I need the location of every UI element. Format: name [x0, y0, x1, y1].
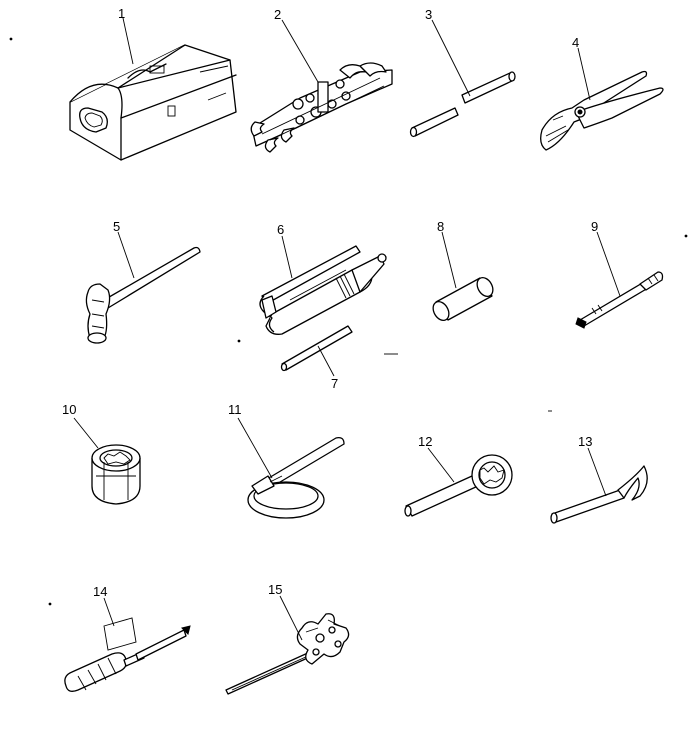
callout-number: 9	[591, 219, 598, 234]
toolbox-icon	[69, 44, 237, 161]
socket-sleeve-icon	[432, 277, 494, 321]
filter-wrench-icon	[247, 436, 345, 519]
callout-number: 13	[578, 434, 592, 449]
ring-spanner-icon	[404, 454, 513, 517]
callout-number: 6	[277, 222, 284, 237]
callout-number: 1	[118, 6, 125, 21]
callout-number: 11	[228, 402, 242, 417]
grease-gun-icon	[259, 245, 387, 335]
callout-number: 15	[268, 582, 282, 597]
socket-icon	[91, 444, 141, 505]
callout-number: 8	[437, 219, 444, 234]
callout-number: 3	[425, 7, 432, 22]
feeler-gauge-icon	[225, 613, 350, 695]
callout-number: 12	[418, 434, 432, 449]
callout-number: 14	[93, 584, 107, 599]
screwdriver-icon	[64, 617, 191, 692]
wrench-set-icon	[250, 62, 393, 153]
hook-spanner-icon	[550, 465, 648, 524]
callout-number: 10	[62, 402, 76, 417]
callout-number: 4	[572, 35, 579, 50]
hammer-icon	[85, 246, 201, 344]
extension-bar-icon	[280, 325, 353, 372]
tube-icon	[409, 71, 516, 138]
callout-number: 2	[274, 7, 281, 22]
callout-number: 7	[331, 376, 338, 391]
pliers-icon	[540, 70, 664, 151]
callout-number: 5	[113, 219, 120, 234]
screwdriver-bit-icon	[575, 271, 664, 329]
